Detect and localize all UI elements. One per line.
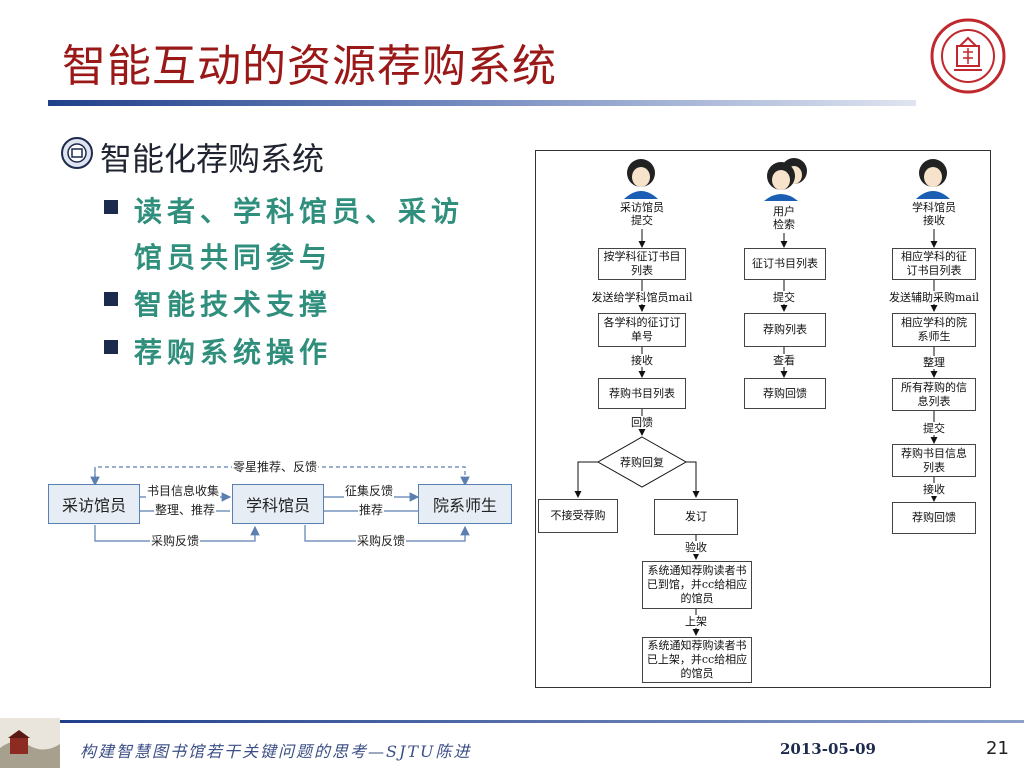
flow-box: 荐购回馈 <box>744 378 826 409</box>
actor-label-acquisition: 采访馆员 提交 <box>612 201 672 227</box>
page-number: 21 <box>986 738 1009 759</box>
person-icon <box>624 159 658 199</box>
bullet-square-icon <box>104 292 118 306</box>
person-icon <box>916 159 950 199</box>
people-icon <box>764 158 807 201</box>
flow-edge-label: 提交 <box>914 422 954 435</box>
flow-edge-label: 发送辅助采购mail <box>882 291 986 304</box>
flow-edge-label: 接收 <box>914 483 954 496</box>
flow-box: 荐购书目信息列表 <box>892 444 976 477</box>
flow-edge-label: 接收 <box>622 354 662 367</box>
flowchart-connectors <box>574 158 950 636</box>
flow-edge-label: 上架 <box>676 615 716 628</box>
bullet-2: 智能技术支撑 <box>134 288 333 321</box>
footer-divider <box>60 720 1024 723</box>
bullet-square-icon <box>104 200 118 214</box>
flow-box: 各学科的征订订单号 <box>598 313 686 347</box>
flowchart-frame: 采访馆员 提交 用户 检索 学科馆员 接收 按学科征订书目列表 发送给学科馆员m… <box>535 150 991 688</box>
bullet-3: 荐购系统操作 <box>134 336 333 369</box>
flow-box: 系统通知荐购读者书已到馆，并cc给相应的馆员 <box>642 561 752 609</box>
flow-box: 荐购回馈 <box>892 502 976 534</box>
campus-photo-icon <box>0 718 60 768</box>
node-subject-librarian: 学科馆员 <box>232 484 324 524</box>
bullet-square-icon <box>104 340 118 354</box>
flow-box: 荐购列表 <box>744 313 826 347</box>
label-c-to-b: 推荐 <box>358 503 385 517</box>
flow-edge-label: 提交 <box>764 291 804 304</box>
label-bottom-right: 采购反馈 <box>356 534 407 548</box>
level1-heading: 智能化荐购系统 <box>100 140 325 178</box>
flow-box: 相应学科的院系师生 <box>892 313 976 347</box>
flow-box: 不接受荐购 <box>538 499 618 533</box>
flow-edge-label: 整理 <box>914 356 954 369</box>
globe-bullet-icon <box>61 137 93 169</box>
footer-caption: 构建智慧图书馆若干关键问题的思考—SJTU陈进 <box>80 742 472 761</box>
title-underline <box>48 100 916 106</box>
node-acquisition-librarian: 采访馆员 <box>48 484 140 524</box>
flow-box: 系统通知荐购读者书已上架，并cc给相应的馆员 <box>642 637 752 683</box>
label-a-to-b: 书目信息收集 <box>146 484 221 498</box>
slide-title: 智能互动的资源荐购系统 <box>62 41 557 92</box>
label-top-loop: 零星推荐、反馈 <box>232 460 319 474</box>
flow-edge-label: 回馈 <box>622 416 662 429</box>
flow-edge-label: 验收 <box>676 541 716 554</box>
flow-decision: 荐购回复 <box>620 456 664 469</box>
actor-label-subject: 学科馆员 接收 <box>902 201 966 227</box>
bullet-1: 读者、学科馆员、采访 <box>134 195 465 228</box>
university-seal-icon <box>930 18 1006 94</box>
flow-box: 征订书目列表 <box>744 248 826 280</box>
actor-label-user: 用户 检索 <box>754 205 814 231</box>
flow-box: 荐购书目列表 <box>598 378 686 409</box>
node-faculty-students: 院系师生 <box>418 484 512 524</box>
flow-edge-label: 查看 <box>764 354 804 367</box>
flow-box: 按学科征订书目列表 <box>598 248 686 280</box>
footer-date: 2013-05-09 <box>780 740 876 758</box>
flow-box: 发订 <box>654 499 738 535</box>
flow-box: 相应学科的征订书目列表 <box>892 248 976 280</box>
label-b-to-a: 整理、推荐 <box>154 503 217 517</box>
flow-box: 所有荐购的信息列表 <box>892 378 976 411</box>
bullet-1-cont: 馆员共同参与 <box>134 241 333 274</box>
label-bottom-left: 采购反馈 <box>150 534 201 548</box>
flow-edge-label: 发送给学科馆员mail <box>588 291 696 304</box>
label-b-to-c: 征集反馈 <box>344 484 395 498</box>
